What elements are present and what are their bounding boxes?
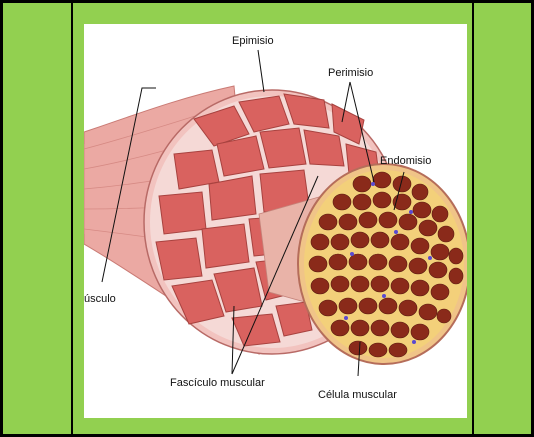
muscle-anatomy-svg: Epimisio Perimisio Endomisio úsculo Fasc… (84, 24, 467, 418)
table-cell-left (3, 3, 71, 434)
label-epimisio: Epimisio (232, 35, 274, 47)
label-perimisio: Perimisio (328, 67, 373, 79)
label-endomisio: Endomisio (380, 155, 431, 167)
border-left (0, 0, 3, 437)
border-top (0, 0, 534, 3)
muscle-anatomy-diagram: Epimisio Perimisio Endomisio úsculo Fasc… (84, 24, 467, 418)
label-celula-muscular: Célula muscular (318, 389, 397, 401)
label-musculo: úsculo (84, 293, 116, 305)
border-divider-2 (472, 0, 474, 437)
label-fasciculo-muscular: Fascículo muscular (170, 377, 265, 389)
table-cell-right (474, 3, 531, 434)
border-divider-1 (71, 0, 73, 437)
